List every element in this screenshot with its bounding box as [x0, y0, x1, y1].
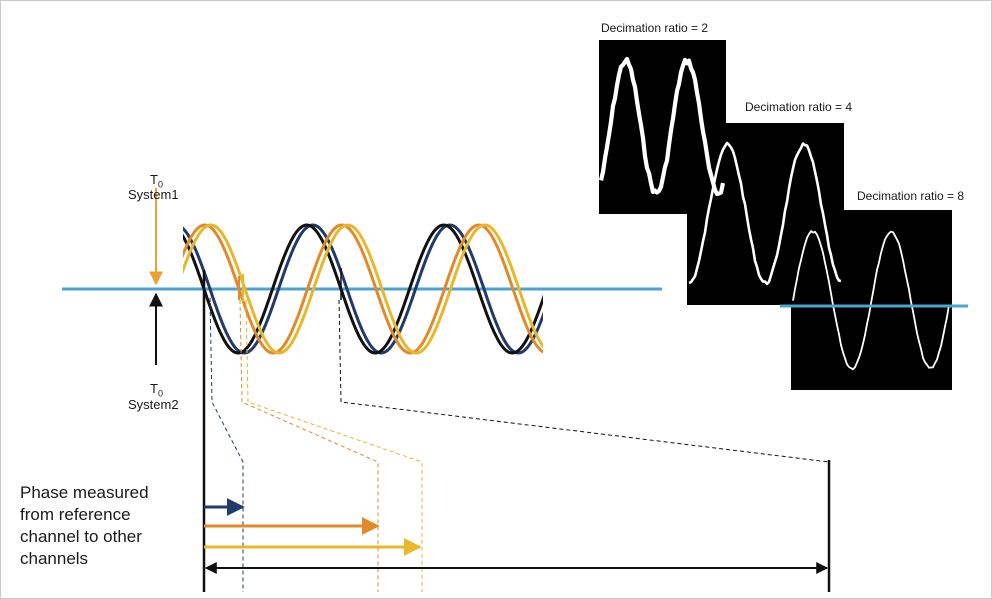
black-waveform — [183, 223, 543, 355]
orange-waveform — [183, 223, 543, 355]
decimation-8-trace — [792, 230, 950, 371]
phase-caption-line: from reference — [20, 505, 131, 524]
decimation-8-title: Decimation ratio = 8 — [857, 189, 965, 203]
decimation-4-trace — [688, 141, 842, 286]
decimation-panels — [599, 40, 952, 390]
decimation-2-title: Decimation ratio = 2 — [601, 21, 709, 35]
black-projection-dashed — [338, 299, 830, 463]
phase-caption-line: channels — [20, 549, 89, 568]
system1-label: System1 — [128, 187, 179, 202]
gold-projection-dashed — [245, 299, 423, 592]
gold-waveform — [183, 223, 543, 355]
phase-caption: Phase measured from reference channel to… — [20, 482, 190, 570]
phase-caption-line: channel to other — [20, 527, 142, 546]
decimation-4-title: Decimation ratio = 4 — [745, 100, 853, 114]
system2-t0-label: T0 — [150, 381, 163, 399]
waveform-group — [183, 223, 543, 355]
decimation-2-trace — [598, 56, 726, 197]
system1-t0-label: T0 — [150, 172, 163, 190]
phase-caption-line: Phase measured — [20, 483, 149, 502]
navy-waveform — [183, 223, 543, 355]
navy-projection-dashed — [209, 297, 244, 592]
system2-label: System2 — [128, 397, 179, 412]
decimation-traces — [598, 56, 950, 371]
